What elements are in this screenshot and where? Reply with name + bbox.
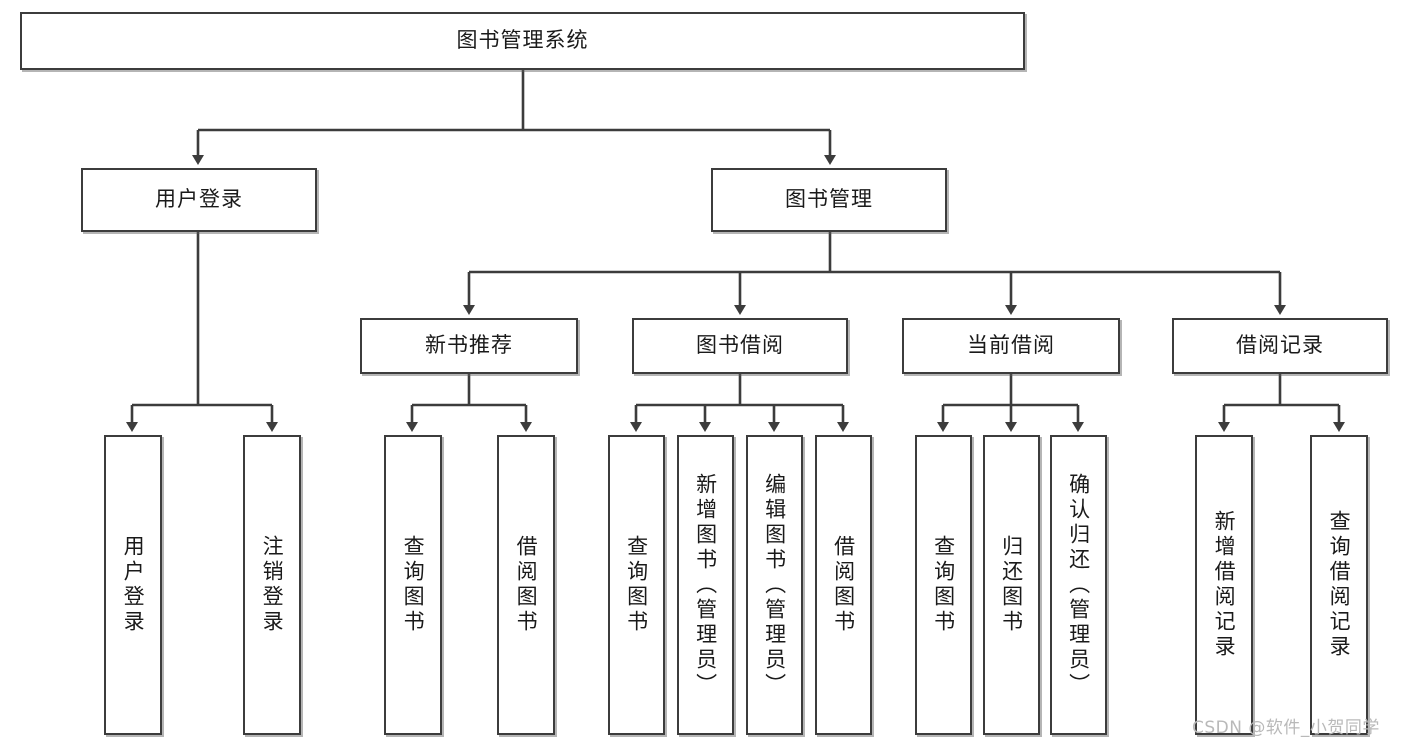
node-root[interactable]: 图书管理系统 xyxy=(20,12,1025,70)
node-leaf-query-book-2-label: 查询图书 xyxy=(624,535,649,635)
node-leaf-return-book[interactable]: 归还图书 xyxy=(983,435,1040,735)
node-borrow-record-label: 借阅记录 xyxy=(1236,333,1324,358)
node-book-manage[interactable]: 图书管理 xyxy=(711,168,947,232)
node-user-login-label: 用户登录 xyxy=(155,187,243,212)
node-leaf-confirm-return[interactable]: 确认归还（管理员） xyxy=(1050,435,1107,735)
node-leaf-user-login[interactable]: 用户登录 xyxy=(104,435,162,735)
node-new-book-recommend-label: 新书推荐 xyxy=(425,333,513,358)
node-leaf-confirm-return-label: 确认归还（管理员） xyxy=(1066,472,1091,698)
node-leaf-return-book-label: 归还图书 xyxy=(999,535,1024,635)
node-leaf-query-book-2[interactable]: 查询图书 xyxy=(608,435,665,735)
node-leaf-add-record[interactable]: 新增借阅记录 xyxy=(1195,435,1253,735)
node-user-login[interactable]: 用户登录 xyxy=(81,168,317,232)
node-leaf-edit-book-label: 编辑图书（管理员） xyxy=(762,472,787,698)
node-leaf-query-record-label: 查询借阅记录 xyxy=(1327,510,1352,660)
node-new-book-recommend[interactable]: 新书推荐 xyxy=(360,318,578,374)
node-leaf-query-book-1-label: 查询图书 xyxy=(401,535,426,635)
node-book-borrow[interactable]: 图书借阅 xyxy=(632,318,848,374)
node-leaf-borrow-book-2[interactable]: 借阅图书 xyxy=(815,435,872,735)
node-current-borrow[interactable]: 当前借阅 xyxy=(902,318,1120,374)
node-leaf-query-book-1[interactable]: 查询图书 xyxy=(384,435,442,735)
node-leaf-query-book-3[interactable]: 查询图书 xyxy=(915,435,972,735)
node-leaf-add-book-label: 新增图书（管理员） xyxy=(693,472,718,698)
node-book-borrow-label: 图书借阅 xyxy=(696,333,784,358)
node-leaf-borrow-book-1[interactable]: 借阅图书 xyxy=(497,435,555,735)
node-leaf-logout[interactable]: 注销登录 xyxy=(243,435,301,735)
node-leaf-logout-label: 注销登录 xyxy=(260,535,285,635)
node-leaf-add-book[interactable]: 新增图书（管理员） xyxy=(677,435,734,735)
node-leaf-borrow-book-1-label: 借阅图书 xyxy=(514,535,539,635)
node-leaf-add-record-label: 新增借阅记录 xyxy=(1212,510,1237,660)
node-root-label: 图书管理系统 xyxy=(456,28,589,53)
watermark-text: CSDN @软件_小贺同学 xyxy=(1192,718,1380,738)
node-leaf-query-book-3-label: 查询图书 xyxy=(931,535,956,635)
node-leaf-query-record[interactable]: 查询借阅记录 xyxy=(1310,435,1368,735)
node-borrow-record[interactable]: 借阅记录 xyxy=(1172,318,1388,374)
node-leaf-user-login-label: 用户登录 xyxy=(121,535,146,635)
node-current-borrow-label: 当前借阅 xyxy=(967,333,1055,358)
node-leaf-borrow-book-2-label: 借阅图书 xyxy=(831,535,856,635)
node-book-manage-label: 图书管理 xyxy=(785,187,873,212)
node-leaf-edit-book[interactable]: 编辑图书（管理员） xyxy=(746,435,803,735)
